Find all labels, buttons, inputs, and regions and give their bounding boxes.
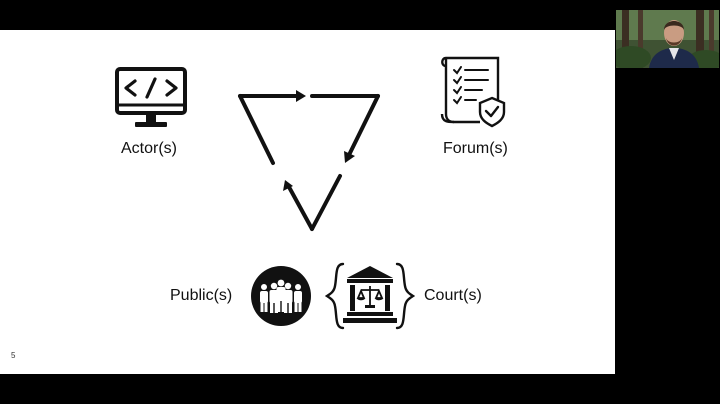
presenter-webcam-thumbnail[interactable] [616, 10, 719, 68]
code-monitor-icon [115, 67, 187, 127]
slide-page-number: 5 [11, 351, 16, 360]
courthouse-scales-icon [325, 262, 415, 330]
publics-label: Public(s) [170, 287, 233, 304]
actors-label: Actor(s) [121, 140, 177, 157]
webcam-video-frame [616, 10, 719, 68]
forums-label: Forum(s) [443, 140, 508, 157]
triangle-cycle-arrows-icon [238, 90, 380, 231]
presentation-slide: Actor(s) Forum(s) Public(s) [0, 30, 615, 374]
people-group-icon [251, 266, 311, 326]
checklist-document-shield-icon [440, 56, 506, 128]
courts-label: Court(s) [424, 287, 482, 304]
